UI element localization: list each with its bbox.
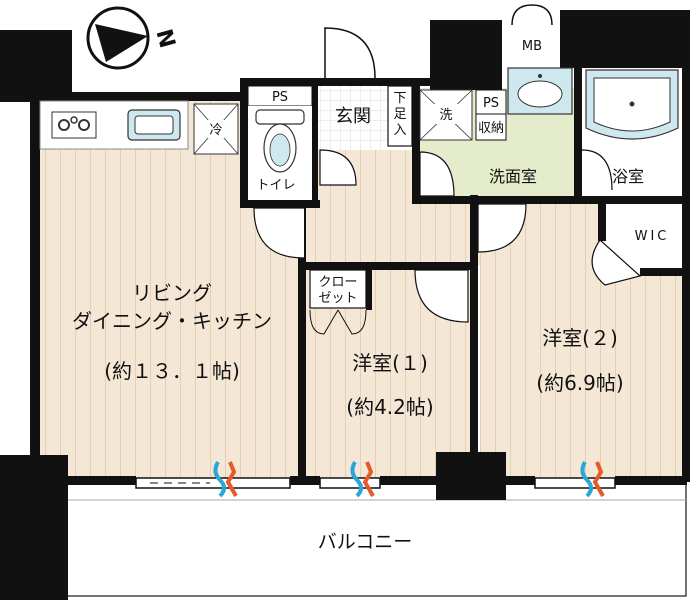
front-door [324, 27, 376, 79]
mb-label: MB [522, 39, 542, 54]
windows [135, 477, 616, 489]
fridge-label: 冷 [209, 123, 222, 138]
western2-size: (約6.9帖) [536, 371, 623, 395]
toilet-fixture [255, 109, 305, 173]
washroom-door [419, 151, 455, 197]
bath-door [581, 149, 613, 191]
western2-name: 洋室(２) [542, 326, 618, 350]
balcony-label: バルコニー [318, 531, 413, 553]
western1-name: 洋室(１) [352, 351, 428, 375]
washer-space: 洗 [419, 89, 473, 141]
compass-north-label: N [150, 27, 179, 51]
entrance-label: 玄関 [335, 106, 371, 127]
western2-door [477, 203, 527, 253]
shoebox-label-3: 入 [393, 123, 406, 138]
bathtub [585, 69, 679, 140]
compass: N [86, 6, 179, 70]
aircon-marks [213, 460, 605, 498]
living-name-2: ダイニング・キッチン [72, 309, 272, 333]
washroom-label: 洗面室 [489, 167, 537, 186]
toilet-label: トイレ [256, 178, 295, 193]
closet-doors [309, 309, 367, 335]
toilet-door [319, 149, 357, 186]
bath-label: 浴室 [612, 167, 644, 186]
vanity [507, 67, 573, 115]
closet-label-2: ゼット [318, 291, 357, 306]
kitchen-counter [39, 100, 189, 150]
washer-label: 洗 [439, 108, 452, 123]
wic-label: WIC [635, 229, 670, 244]
shoebox-label-2: 足 [393, 107, 406, 122]
ps-wash-label: PS [483, 96, 499, 111]
shoebox-label-1: 下 [393, 91, 406, 106]
living-size: (約１３．１帖) [104, 359, 240, 383]
western1-door [414, 269, 469, 323]
closet-label-1: クロー [318, 275, 357, 290]
mb-doors [511, 4, 553, 26]
fridge-space: 冷 [193, 103, 239, 155]
walls [0, 10, 690, 600]
western1-size: (約4.2帖) [346, 395, 433, 419]
living-door [253, 207, 305, 259]
living-name-1: リビング [132, 281, 212, 305]
wic-door [591, 239, 642, 286]
entrance-floor [318, 80, 390, 150]
shoebox: 下 足 入 [387, 85, 413, 147]
ps-top-label: PS [272, 90, 288, 105]
storage-label: 収納 [478, 121, 504, 136]
balcony [65, 483, 687, 597]
